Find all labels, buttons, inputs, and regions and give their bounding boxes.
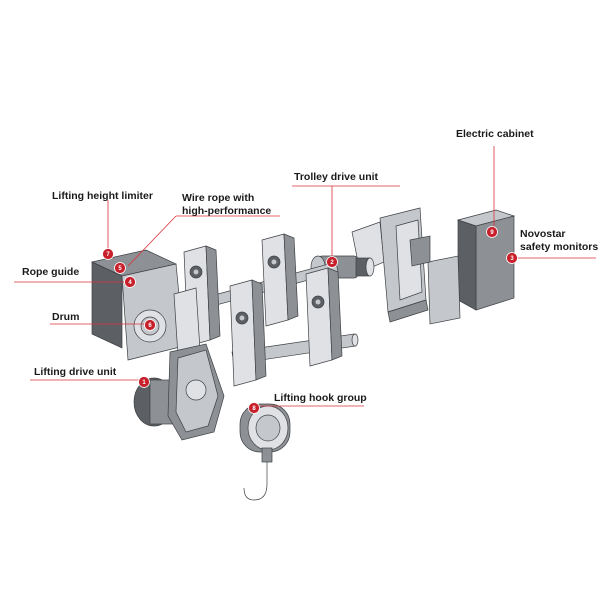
svg-text:2: 2	[330, 260, 334, 266]
marker-5: 5	[114, 262, 126, 274]
svg-text:1: 1	[142, 380, 146, 386]
label-lifting-hook-group: Lifting hook group	[274, 392, 367, 404]
drum-housing	[90, 249, 201, 361]
label-drum: Drum	[52, 311, 80, 323]
marker-7: 7	[102, 248, 114, 260]
marker-3: 3	[506, 252, 518, 264]
label-novostar-line1: Novostar	[520, 228, 566, 240]
svg-text:3: 3	[510, 256, 514, 262]
marker-6: 6	[144, 319, 156, 331]
svg-text:9: 9	[490, 230, 494, 236]
marker-4: 4	[124, 276, 136, 288]
label-wire-rope-line2: high-performance	[182, 205, 272, 217]
label-trolley-drive-unit: Trolley drive unit	[294, 171, 379, 183]
svg-text:4: 4	[128, 280, 132, 286]
label-lifting-drive-unit: Lifting drive unit	[34, 366, 117, 378]
trolley-frame	[351, 207, 461, 325]
svg-text:5: 5	[118, 266, 122, 272]
lifting-hook-group	[239, 403, 291, 501]
label-electric-cabinet: Electric cabinet	[456, 128, 534, 140]
electric-cabinet	[456, 209, 516, 311]
label-rope-guide: Rope guide	[22, 266, 80, 278]
leader-lines	[14, 146, 596, 407]
svg-text:8: 8	[252, 406, 256, 412]
svg-text:7: 7	[106, 252, 110, 258]
marker-2: 2	[326, 256, 338, 268]
marker-8: 8	[248, 402, 260, 414]
svg-text:6: 6	[148, 323, 152, 329]
marker-1: 1	[138, 376, 150, 388]
trolley-assembly	[183, 233, 359, 387]
label-lifting-height-limiter: Lifting height limiter	[52, 190, 153, 202]
label-novostar-line2: safety monitors	[520, 241, 599, 253]
label-novostar: Novostar safety monitors	[520, 228, 598, 254]
label-wire-rope-line1: Wire rope with	[182, 192, 255, 204]
marker-9: 9	[486, 226, 498, 238]
lifting-drive-unit	[133, 343, 225, 441]
label-wire-rope: Wire rope with high-performance	[182, 192, 271, 218]
